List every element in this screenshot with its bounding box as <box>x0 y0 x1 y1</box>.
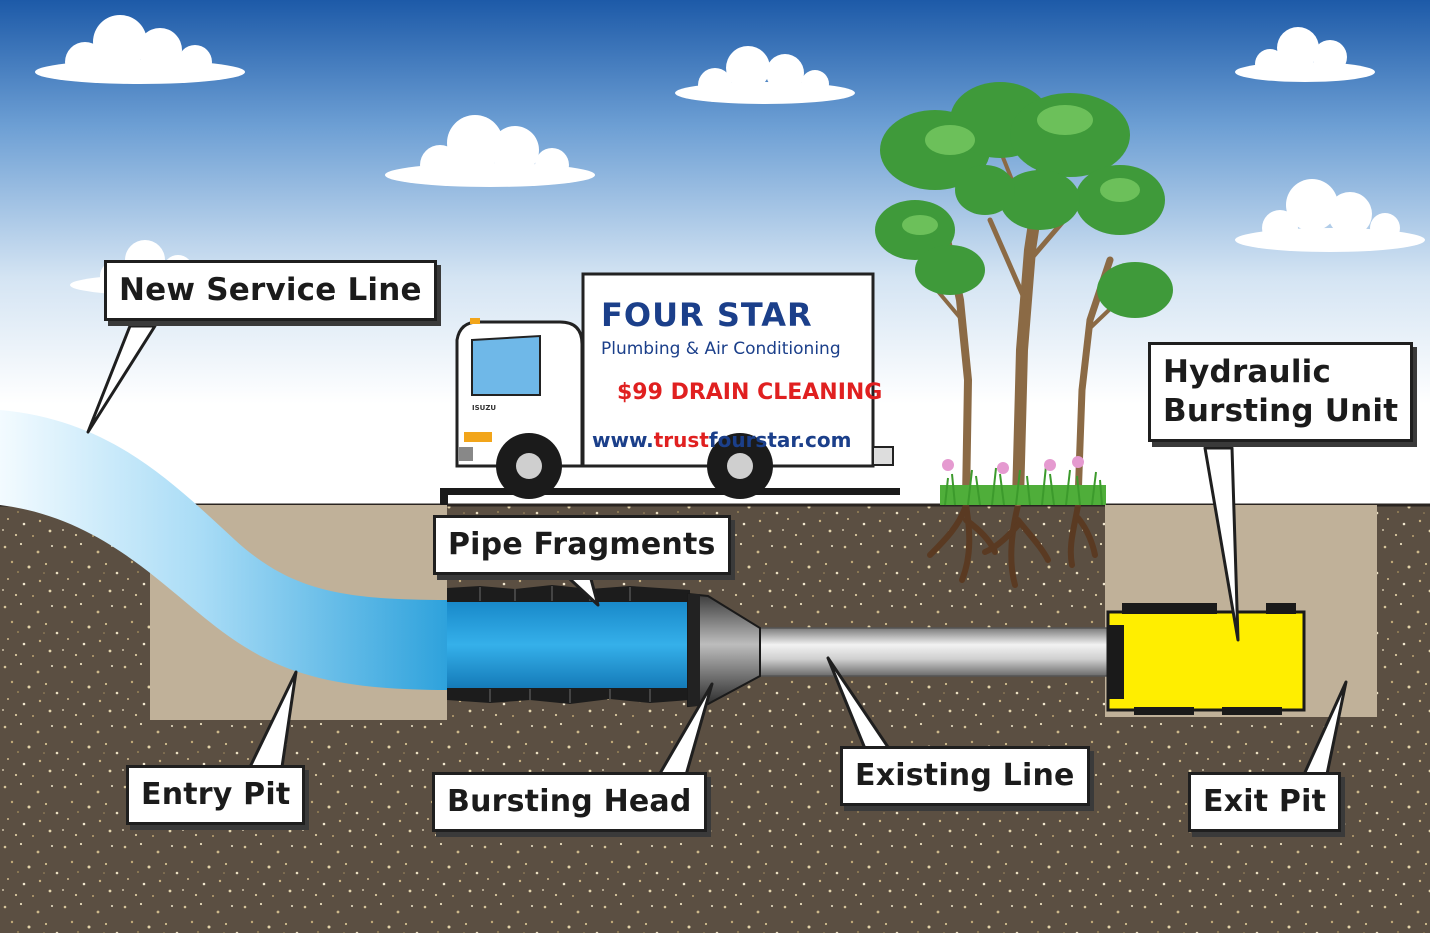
truck-box <box>581 272 875 468</box>
truck-promo: $99 DRAIN CLEANING <box>617 380 883 405</box>
truck-windshield <box>471 334 541 396</box>
grass <box>940 456 1106 506</box>
cloud <box>1235 27 1375 82</box>
pipe-fragments <box>447 585 690 704</box>
label-new-service-line-text: New Service Line <box>119 272 422 308</box>
label-hydraulic-text: Hydraulic <box>1163 354 1332 390</box>
truck-website-highlight: trust <box>653 428 709 452</box>
label-bursting-head: Bursting Head <box>432 772 707 832</box>
cloud <box>35 15 245 84</box>
label-entry-pit-text: Entry Pit <box>141 777 291 812</box>
clouds <box>35 15 1425 295</box>
new-service-line-pipe <box>0 410 447 690</box>
cloud <box>385 115 595 187</box>
label-exit-pit: Exit Pit <box>1188 772 1342 832</box>
new-pipe-segment <box>447 600 690 690</box>
pointer-hydraulic-bursting-unit <box>1203 446 1240 642</box>
cloud <box>675 46 855 104</box>
existing-line-pipe <box>747 627 1109 677</box>
label-entry-pit: Entry Pit <box>126 765 306 825</box>
label-new-service-line: New Service Line <box>104 260 437 321</box>
truck-website-suffix: fourstar.com <box>708 428 852 452</box>
pointer-new-service-line <box>86 324 157 434</box>
bursting-head <box>687 592 761 708</box>
label-existing-line: Existing Line <box>840 746 1090 806</box>
label-existing-line-text: Existing Line <box>855 758 1075 793</box>
cloud <box>1235 179 1425 252</box>
label-pipe-fragments-text: Pipe Fragments <box>448 527 716 562</box>
truck-frame <box>440 488 900 495</box>
tree-roots <box>927 502 1098 588</box>
truck-brand: FOUR STAR <box>601 296 813 334</box>
truck-cab-badge: ISUZU <box>472 404 497 412</box>
flowers <box>942 456 1084 474</box>
truck-website-prefix: www. <box>592 428 654 452</box>
label-bursting-head-text: Bursting Head <box>447 784 692 819</box>
truck <box>440 272 900 505</box>
truck-website: www.trustfourstar.com <box>592 428 851 452</box>
label-pipe-fragments: Pipe Fragments <box>433 515 731 575</box>
label-bursting-unit-text: Bursting Unit <box>1163 392 1399 429</box>
hydraulic-bursting-unit <box>1106 603 1306 715</box>
trees <box>875 82 1173 506</box>
label-exit-pit-text: Exit Pit <box>1203 784 1327 819</box>
truck-tagline: Plumbing & Air Conditioning <box>601 339 841 359</box>
